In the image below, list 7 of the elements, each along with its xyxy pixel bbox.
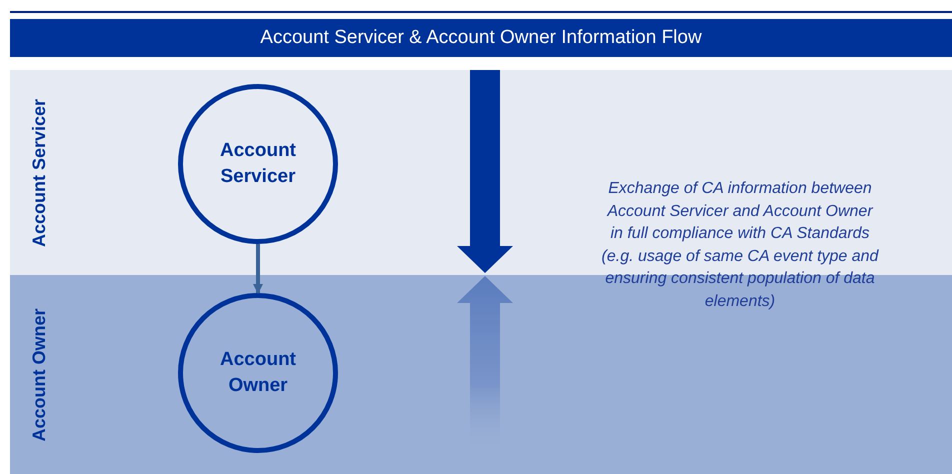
circle-label: Account Servicer [219,139,297,189]
title-banner: Account Servicer & Account Owner Information Flow [10,19,952,57]
lane-label: Account Servicer [28,98,50,247]
arrow [253,244,263,294]
description-text: Exchange of CA information between Account Servicer and Account Owner in full compliance with CA Standards (e.g. usage of same CA event type and ensuring consistent population of data elements) [600,179,880,312]
circle-label: Account Owner [219,348,297,398]
lane-label: Account Owner [28,308,50,441]
